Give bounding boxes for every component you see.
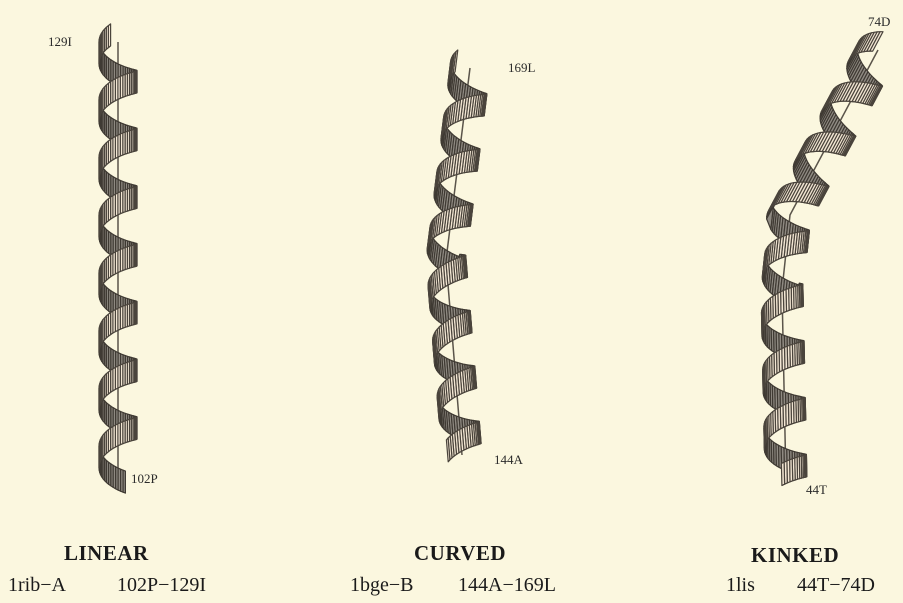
curved-pdb-id: 1bge−B <box>350 574 414 597</box>
linear-helix-back-segment <box>123 470 125 493</box>
linear-title: LINEAR <box>64 541 149 566</box>
curved-residue-range: 144A−169L <box>458 574 556 597</box>
helix-linear-ribbon <box>99 24 137 493</box>
linear-start-label: 129I <box>48 34 72 50</box>
kinked-end-label: 44T <box>806 482 827 498</box>
kinked-start-label: 74D <box>868 14 890 30</box>
kinked-pdb-id: 1lis <box>726 574 755 597</box>
helix-curved-ribbon <box>427 50 487 462</box>
linear-pdb-id: 1rib−A <box>8 574 66 597</box>
linear-residue-range: 102P−129I <box>117 574 206 597</box>
linear-end-label: 102P <box>131 471 158 487</box>
kinked-residue-range: 44T−74D <box>797 574 875 597</box>
kinked-title: KINKED <box>751 543 839 568</box>
helix-kinked-ribbon <box>762 32 884 486</box>
kinked-helix-front-segment <box>781 462 784 485</box>
curved-title: CURVED <box>414 541 506 566</box>
curved-end-label: 144A <box>494 452 523 468</box>
curved-start-label: 169L <box>508 60 535 76</box>
